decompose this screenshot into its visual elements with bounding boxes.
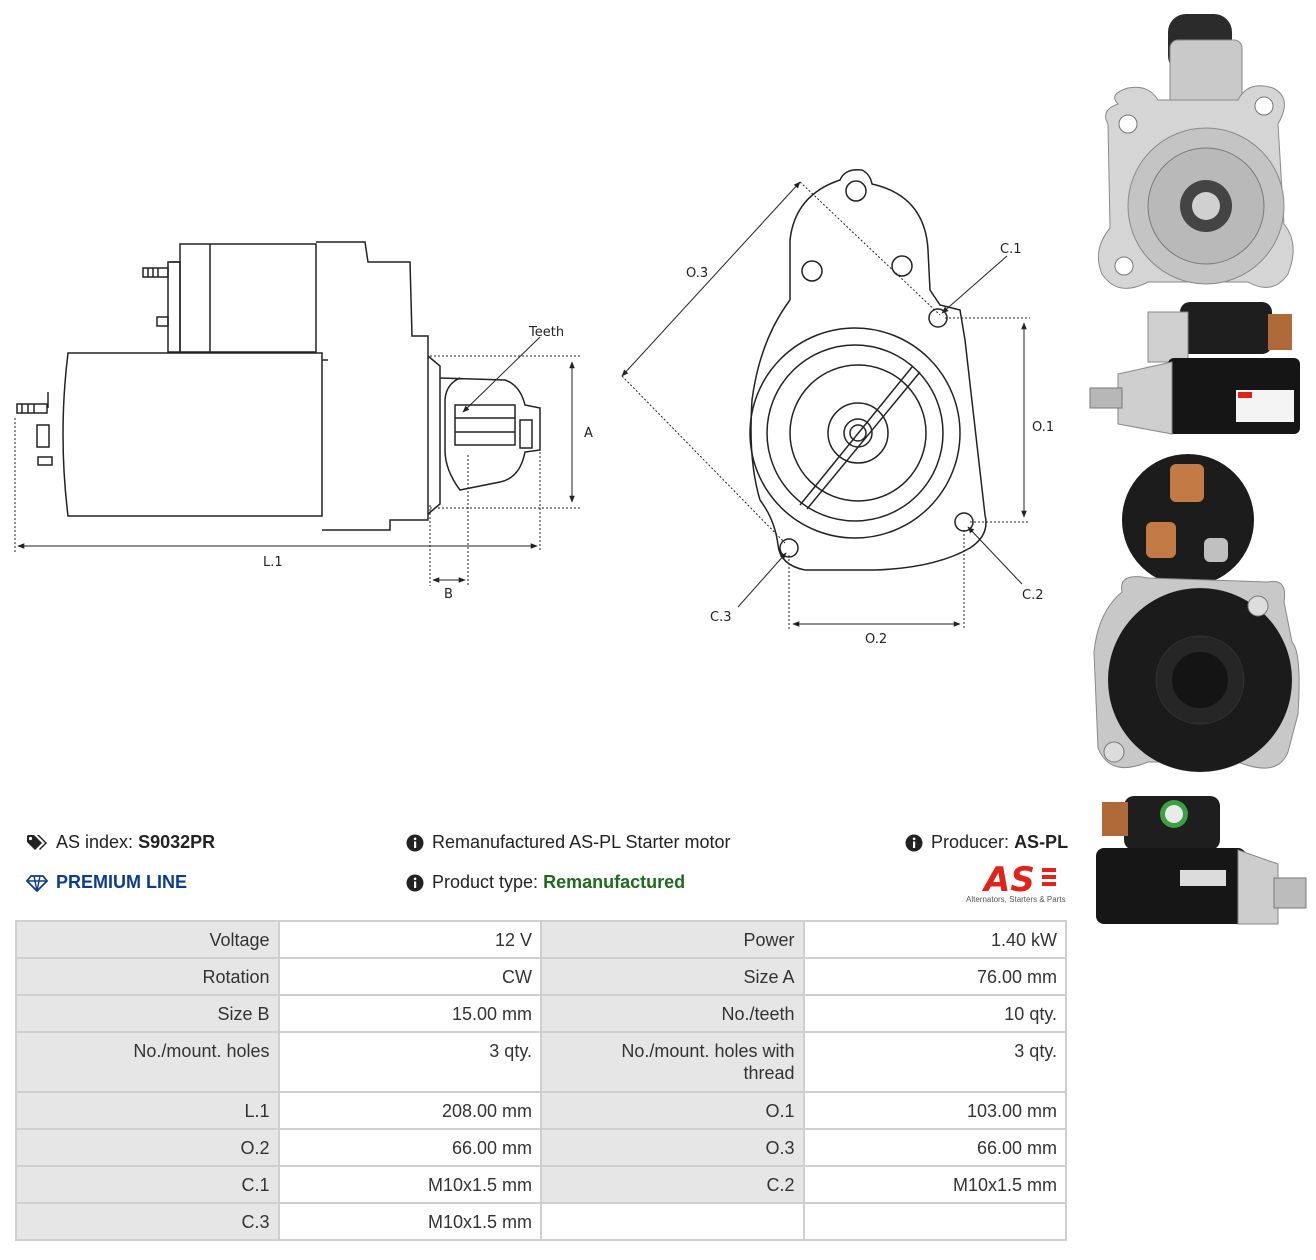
product-photo-rear[interactable] — [1088, 452, 1302, 778]
spec-value: M10x1.5 mm — [277, 1165, 542, 1204]
product-photo-front[interactable] — [1088, 14, 1300, 298]
spec-value: CW — [277, 957, 542, 996]
description-row: Remanufactured AS-PL Starter motor — [406, 832, 730, 853]
product-type-label: Product type: — [432, 872, 539, 892]
as-index-label: AS index: — [56, 832, 134, 852]
table-row: Voltage 12 V Power 1.40 kW — [15, 920, 1067, 959]
spec-key: No./mount. holes with thread — [540, 1031, 805, 1093]
as-logo-mark: AS — [981, 860, 1056, 900]
product-photo-angle[interactable] — [1088, 792, 1310, 928]
spec-key: O.2 — [15, 1128, 280, 1167]
info-icon — [406, 834, 424, 852]
label-a: A — [584, 426, 593, 441]
label-o2: O.2 — [865, 632, 887, 647]
label-o3: O.3 — [686, 266, 708, 281]
table-row: C.1 M10x1.5 mm C.2 M10x1.5 mm — [15, 1165, 1067, 1204]
spec-key: L.1 — [15, 1091, 280, 1130]
as-index-value: S9032PR — [138, 832, 216, 852]
logo-text: AS — [981, 862, 1035, 896]
premium-line-label: PREMIUM LINE — [56, 872, 188, 892]
front-view-drawing — [749, 168, 987, 571]
spec-value-empty — [802, 1202, 1067, 1241]
product-photo-side[interactable] — [1088, 302, 1308, 442]
spec-key: Voltage — [15, 920, 280, 959]
spec-key: O.1 — [540, 1091, 805, 1130]
spec-value: 12 V — [277, 920, 542, 959]
product-type-row: Product type: Remanufactured — [406, 872, 685, 893]
label-l1: L.1 — [263, 555, 283, 570]
label-c3: C.3 — [710, 610, 731, 625]
spec-value: 15.00 mm — [277, 994, 542, 1033]
spec-value: M10x1.5 mm — [277, 1202, 542, 1241]
info-icon — [406, 874, 424, 892]
label-b: B — [444, 587, 453, 602]
spec-value: 3 qty. — [277, 1031, 542, 1093]
side-view-drawing — [16, 241, 541, 531]
technical-drawing: Teeth A L.1 B O.3 C.1 O.1 — [14, 168, 1054, 647]
logo-tagline: Alternators, Starters & Parts — [966, 895, 1066, 904]
table-row: C.3 M10x1.5 mm — [15, 1202, 1067, 1241]
spec-key: Size B — [15, 994, 280, 1033]
spec-value: 66.00 mm — [277, 1128, 542, 1167]
spec-key: C.3 — [15, 1202, 280, 1241]
table-row: O.2 66.00 mm O.3 66.00 mm — [15, 1128, 1067, 1167]
table-row: Rotation CW Size A 76.00 mm — [15, 957, 1067, 996]
spec-key: Power — [540, 920, 805, 959]
producer-value: AS-PL — [1014, 832, 1069, 852]
product-type-value: Remanufactured — [543, 872, 686, 892]
spec-key-empty — [540, 1202, 805, 1241]
as-index-row: AS index: S9032PR — [26, 832, 215, 853]
diamond-icon — [26, 874, 48, 892]
spec-key: O.3 — [540, 1128, 805, 1167]
table-row: No./mount. holes 3 qty. No./mount. holes… — [15, 1031, 1067, 1093]
spec-key: Rotation — [15, 957, 280, 996]
spec-value: 76.00 mm — [802, 957, 1067, 996]
spec-value: M10x1.5 mm — [802, 1165, 1067, 1204]
producer-row: Producer: AS-PL — [905, 832, 1068, 853]
spec-value: 66.00 mm — [802, 1128, 1067, 1167]
spec-value: 1.40 kW — [802, 920, 1067, 959]
spec-value: 208.00 mm — [277, 1091, 542, 1130]
producer-label: Producer: — [931, 832, 1010, 852]
table-row: Size B 15.00 mm No./teeth 10 qty. — [15, 994, 1067, 1033]
premium-line-row: PREMIUM LINE — [26, 872, 187, 893]
spec-value: 10 qty. — [802, 994, 1067, 1033]
label-c2: C.2 — [1022, 588, 1043, 603]
spec-key: No./teeth — [540, 994, 805, 1033]
table-row: L.1 208.00 mm O.1 103.00 mm — [15, 1091, 1067, 1130]
spec-key: C.2 — [540, 1165, 805, 1204]
label-o1: O.1 — [1032, 420, 1054, 435]
product-description: Remanufactured AS-PL Starter motor — [432, 832, 731, 852]
spec-key: No./mount. holes — [15, 1031, 280, 1093]
spec-table: Voltage 12 V Power 1.40 kW Rotation CW S… — [15, 920, 1067, 1241]
spec-value: 103.00 mm — [802, 1091, 1067, 1130]
tags-icon — [26, 834, 48, 852]
spec-value: 3 qty. — [802, 1031, 1067, 1093]
label-c1: C.1 — [1000, 242, 1021, 257]
spec-key: C.1 — [15, 1165, 280, 1204]
label-teeth: Teeth — [528, 325, 564, 340]
info-icon — [905, 834, 923, 852]
spec-key: Size A — [540, 957, 805, 996]
as-pl-logo[interactable]: AS Alternators, Starters & Parts — [960, 860, 1070, 908]
